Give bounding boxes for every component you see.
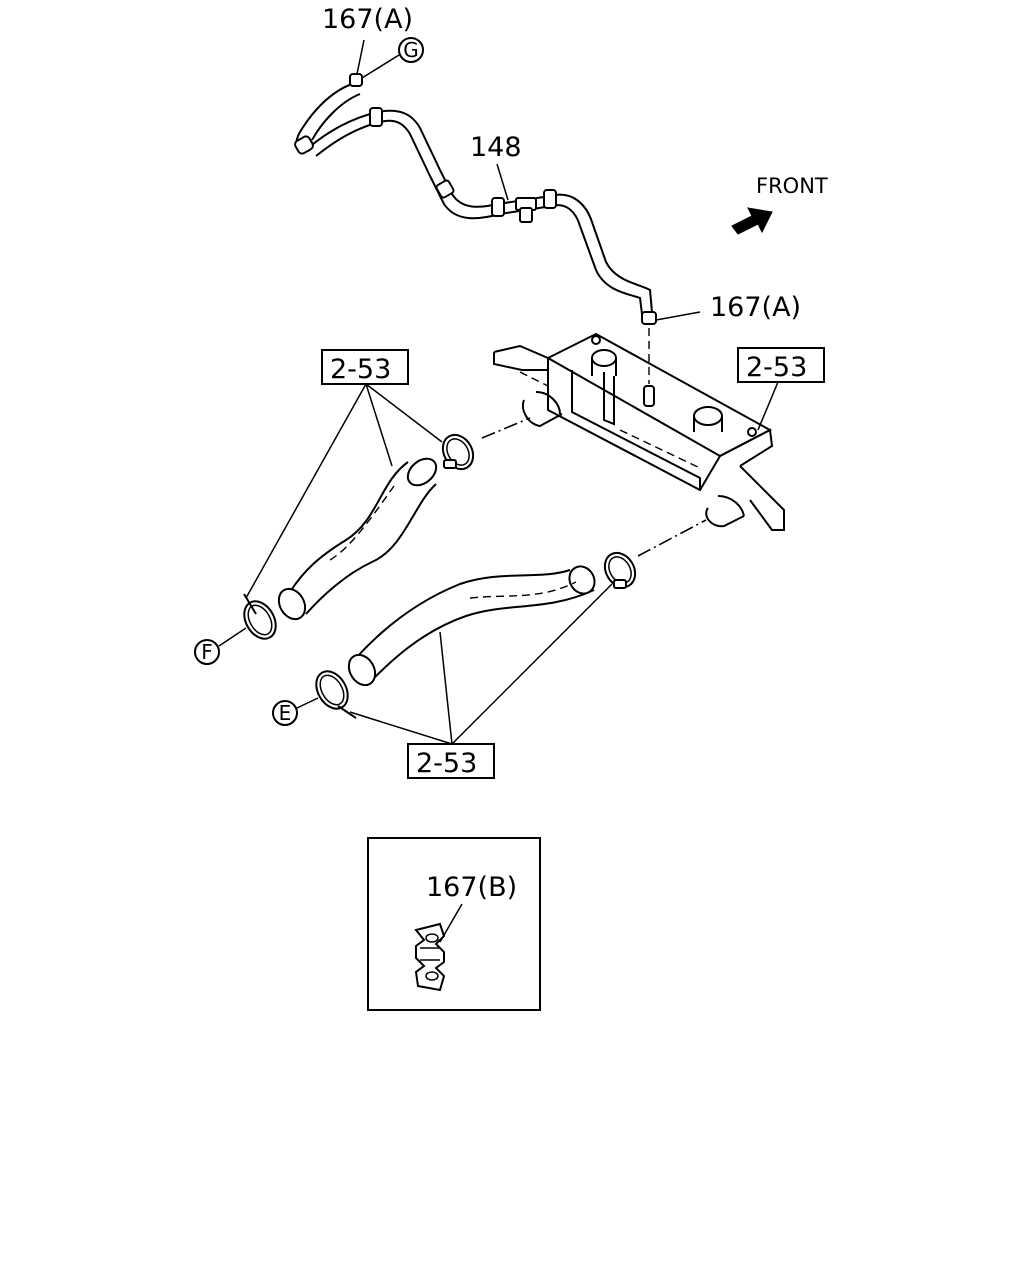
clip-167a-top: [349, 73, 363, 87]
leader-167a-right: [655, 311, 701, 321]
radiator-assembly: [493, 332, 785, 531]
centerline-upper: [481, 417, 531, 439]
leader-g: [361, 54, 400, 79]
lower-hose-clamp-a: [603, 551, 637, 589]
circle-g: G: [398, 37, 424, 63]
clip-167a-right: [641, 311, 657, 325]
front-label: FRONT: [756, 174, 828, 198]
svg-text:F: F: [201, 640, 213, 664]
front-arrow-icon: [731, 207, 773, 235]
svg-text:E: E: [279, 701, 292, 725]
leader-148: [496, 163, 509, 201]
callout-167a-right: 167(A): [710, 292, 801, 323]
ref-label-upper-left: 2-53: [330, 354, 391, 385]
callout-148: 148: [470, 132, 522, 163]
vent-hose-148: [294, 83, 653, 315]
upper-hose-clamp-a: [441, 433, 475, 471]
upper-hose-clamp-f: [243, 593, 277, 640]
clip-167b: [414, 922, 446, 992]
callout-167a-top: 167(A): [322, 4, 413, 35]
inset-box: 167(B): [367, 837, 541, 1011]
circle-f: F: [194, 639, 220, 665]
ref-label-lower: 2-53: [416, 748, 477, 779]
callout-167b: 167(B): [426, 872, 517, 903]
nipple-fitting: [643, 328, 655, 407]
ref-label-upper-right: 2-53: [746, 352, 807, 383]
leader-167a-top: [356, 39, 365, 75]
lower-hose-clamp-e: [315, 670, 357, 719]
upper-hose: [277, 457, 438, 621]
lower-hose: [347, 565, 596, 687]
ref-box-upper-right: 2-53: [737, 347, 825, 383]
svg-text:G: G: [403, 38, 419, 62]
circle-e: E: [272, 700, 298, 726]
ref-box-upper-left: 2-53: [321, 349, 409, 385]
ref-box-lower: 2-53: [407, 743, 495, 779]
centerline-lower: [637, 519, 707, 557]
